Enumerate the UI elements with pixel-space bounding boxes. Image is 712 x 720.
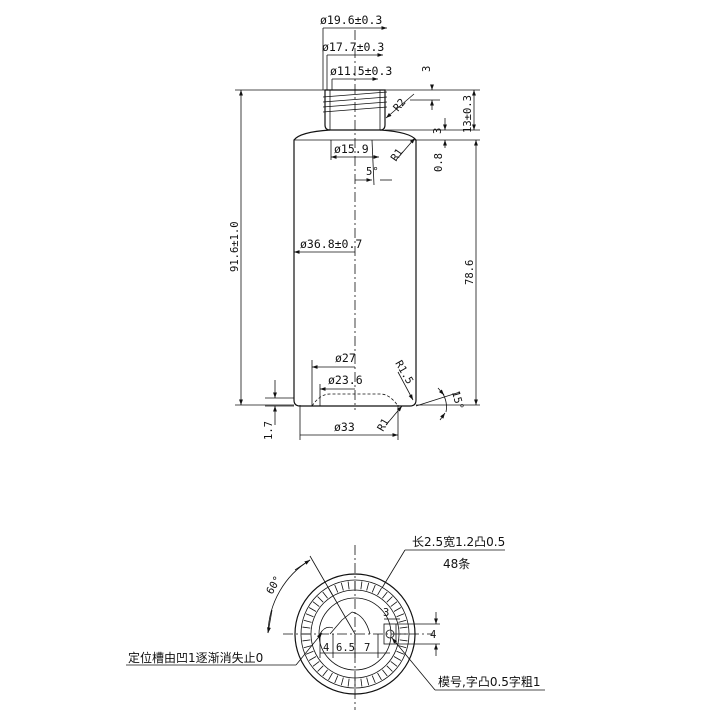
rib [386,596,393,603]
dim-bore: ø11.5±0.3 [330,64,392,78]
dim-6-5: 6.5 [336,642,355,654]
rib [340,582,344,591]
rib [308,607,317,612]
bottle-side-view: ø19.6±0.3 ø17.7±0.3 ø11.5±0.3 3 R2 13±0.… [229,13,480,440]
dim-neck-od: ø19.6±0.3 [320,13,382,27]
dim-body-dia: ø36.8±0.7 [300,237,362,251]
dim-base-radius: R1 [375,417,392,434]
rib [371,584,376,593]
rib [390,661,398,667]
dim-bottom-radius: R1.5 [392,359,415,387]
rib [390,601,398,607]
notch-note: 定位槽由凹1逐渐消失止0 [128,650,263,665]
rib [398,645,407,649]
bottom-rib-outer-circle [300,579,410,689]
locating-notch [329,611,371,635]
dim-collar: 3 [432,128,444,134]
dim-4-left: 4 [323,642,329,654]
dim-thread-pitch: 3 [421,66,433,72]
dim-thread-od: ø17.7±0.3 [322,40,384,54]
rib [322,669,328,677]
rib [382,591,388,599]
mold-mark-note: 模号,字凸0.5字粗1 [438,674,541,689]
rib [366,677,370,686]
rib [334,675,339,684]
rib [360,678,363,687]
rib [317,596,324,603]
dim-3: 3 [383,607,389,619]
rib-spec-note: 长2.5宽1.2凸0.5 [412,534,505,549]
rib [396,650,405,655]
rib [398,619,407,623]
dim-base-recess: 1.7 [263,421,275,440]
rib [360,581,363,590]
rib [366,582,370,591]
rib [308,656,317,661]
dim-base-ring: ø23.6 [328,373,363,387]
dim-neck-height: 13±0.3 [462,95,474,133]
dim-angle: 60° [264,574,284,596]
rib [399,626,408,629]
rib [303,619,312,623]
dim-shoulder-gap: 0.8 [433,153,445,172]
base-recess [311,393,399,407]
rib [382,669,388,677]
rib [393,656,402,661]
rib [377,587,382,596]
rib [305,613,314,618]
rib [386,665,393,672]
rib [305,650,314,655]
bottle-bottom-view: 4 6.5 7 3 4 60° 长2.5宽1.2凸0.5 48条 定位槽由凹1逐… [126,534,545,710]
dim-bottom-angle: 15° [449,390,466,411]
rib [312,661,320,667]
rib [347,581,350,590]
rib [317,665,324,672]
rib [393,607,402,612]
dim-body-height: 78.6 [464,260,476,285]
extension-lines [235,89,480,440]
rib-count-note: 48条 [443,557,470,571]
mold-mark-circle [385,629,395,639]
dim-7: 7 [364,642,370,654]
dim-total-height: 91.6±1.0 [229,221,241,272]
rib [328,672,333,681]
rib [340,677,344,686]
dim-base-inner: ø27 [335,351,356,365]
rib [377,672,382,681]
bottom-outer-circle [294,573,416,695]
dim-shoulder-radius: R1 [389,146,406,163]
dim-shoulder-dia: ø15.9 [334,142,369,156]
rib [347,678,350,687]
rib [302,639,311,642]
dim-base-dia: ø33 [334,420,355,434]
rib [322,591,328,599]
bottom-ribs [302,581,408,687]
rib [399,639,408,642]
mold-mark-box [383,623,397,645]
rib [312,601,320,607]
rib [303,645,312,649]
dim-4-right: 4 [430,629,436,641]
rib [302,626,311,629]
bottle-body-outline [293,129,417,407]
rib [334,584,339,593]
dim-draft-angle: 5° [366,166,379,178]
bottom-rib-inner-circle [310,589,400,679]
rib [396,613,405,618]
rib [371,675,376,684]
